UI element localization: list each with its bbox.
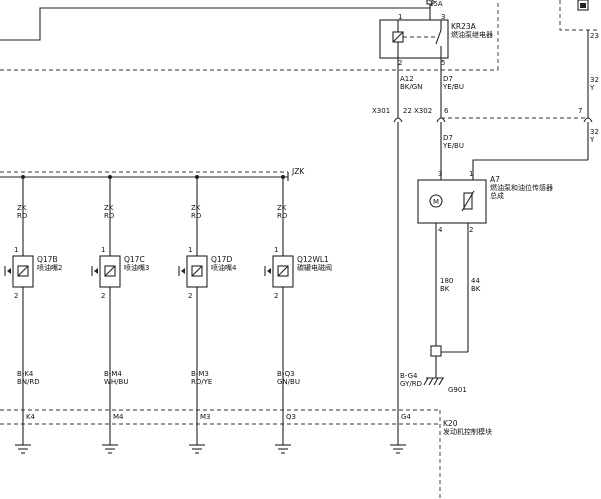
pump-id: A7: [490, 175, 500, 184]
x302-label: X302: [414, 107, 432, 115]
pump-name-1: 燃油泵和油位传感器: [490, 183, 553, 192]
wire-a12-color: BK/GN: [400, 83, 422, 91]
pump-pin-1: 1: [469, 170, 473, 178]
pump-name-2: 总成: [490, 191, 504, 200]
relay-id: KR23A: [451, 22, 477, 31]
ecm-id: K20: [443, 419, 458, 428]
wire-d7-lower-color: YE/BU: [442, 142, 464, 150]
injector-3-pin-bottom: 2: [188, 292, 192, 300]
relay-pin-3: 3: [441, 13, 445, 21]
relay-pin-5: 5: [441, 59, 445, 67]
ecm-pin-g4: G4: [401, 413, 411, 421]
bus-label: JZK: [291, 167, 305, 176]
wire-32-lower-color: Y: [589, 136, 595, 144]
injector-3-out-color: RD/YE: [191, 378, 212, 386]
x301-label: X301: [372, 107, 390, 115]
wire-bg4-id: B-G4: [400, 372, 418, 380]
pump-pin-4: 4: [438, 226, 443, 234]
injector-2-pin-bottom: 2: [101, 292, 105, 300]
wire-32-color: Y: [589, 84, 595, 92]
ecm-name: 发动机控制模块: [443, 427, 492, 436]
injector-1-wire-id: ZK: [17, 204, 27, 212]
injector-2-ecm-pin: M4: [113, 413, 124, 421]
wire-180-color: BK: [440, 285, 450, 293]
relay-frame: [379, 19, 449, 59]
wire-d7-lower-id: D7: [443, 134, 453, 142]
wire-a12-id: A12: [400, 75, 414, 83]
fuel-pump-assembly: [417, 179, 487, 224]
injector-1-arrow-icon: [7, 268, 11, 274]
injector-1-out-id: B-K4: [17, 370, 34, 378]
injector-2-wire-id: ZK: [104, 204, 114, 212]
injector-2-id: Q17C: [124, 255, 145, 264]
fuse-rating: 15A: [429, 0, 443, 8]
fuse-symbol: [426, 0, 434, 5]
injector-1-out-color: BN/RD: [17, 378, 40, 386]
injector-4-ecm-pin: Q3: [286, 413, 296, 421]
injector-group: ZKRD1Q17B喷油嘴22B-K4BN/RDK4ZKRD1Q17C喷油嘴32B…: [4, 175, 332, 454]
injector-1-ecm-pin: K4: [26, 413, 36, 421]
injector-4-wire-id: ZK: [277, 204, 287, 212]
injector-2-out-color: WH/BU: [104, 378, 128, 386]
right-pin-23: 23: [590, 32, 599, 40]
injector-1-id: Q17B: [37, 255, 58, 264]
wire-44-id: 44: [471, 277, 480, 285]
injector-4-pin-bottom: 2: [274, 292, 278, 300]
injector-1-wire-color: RD: [17, 212, 27, 220]
wire-180-id: 180: [440, 277, 453, 285]
injector-4-wire-color: RD: [277, 212, 287, 220]
supply-wire: [0, 7, 431, 41]
ground-connector: [430, 345, 442, 357]
injector-2-out-id: B-M4: [104, 370, 122, 378]
x302-pin: 6: [444, 107, 449, 115]
injector-4-arrow-icon: [267, 268, 271, 274]
wire-bg4-color: GY/RD: [400, 380, 422, 388]
injector-4-out-color: GN/BU: [277, 378, 300, 386]
injector-3-wire-color: RD: [191, 212, 201, 220]
x301-pin: 22: [403, 107, 412, 115]
wire-32-route: [472, 159, 588, 180]
injector-4-pin-top: 1: [274, 246, 278, 254]
injector-3-name: 喷油嘴4: [211, 263, 237, 272]
pump-motor-icon: [429, 194, 443, 208]
injector-1-pin-top: 1: [14, 246, 18, 254]
relay-name: 燃油泵继电器: [451, 30, 493, 39]
injector-2-name: 喷油嘴3: [124, 263, 149, 272]
injector-1-name: 喷油嘴2: [37, 263, 62, 272]
injector-3-pin-top: 1: [188, 246, 192, 254]
x301-connector: [393, 117, 403, 123]
injector-2-arrow-icon: [94, 268, 98, 274]
relay-switch: [435, 29, 442, 45]
injector-3-id: Q17D: [211, 255, 232, 264]
wire-d7-id: D7: [443, 75, 453, 83]
wire-32-id: 32: [590, 76, 599, 84]
wire-32-lower-id: 32: [590, 128, 599, 136]
injector-1-pin-bottom: 2: [14, 292, 18, 300]
wire-d7-color: YE/BU: [442, 83, 464, 91]
injector-4-out-id: B-Q3: [277, 370, 295, 378]
right-connector-pin: 7: [578, 107, 582, 115]
right-device-frame: [559, 0, 600, 31]
injector-2-wire-color: RD: [104, 212, 114, 220]
wire-44-color: BK: [471, 285, 481, 293]
injector-3-ecm-pin: M3: [200, 413, 211, 421]
pump-pin-2: 2: [469, 226, 473, 234]
injector-2-pin-top: 1: [101, 246, 105, 254]
injector-3-out-id: B-M3: [191, 370, 209, 378]
relay-pin-2: 2: [398, 59, 402, 67]
right-connector: [583, 117, 593, 123]
svg-text:M: M: [433, 198, 439, 206]
ground-label: G901: [448, 386, 467, 394]
relay-pin-1: 1: [398, 13, 402, 21]
pump-pin-3: 3: [438, 170, 442, 178]
x302-connector: [436, 117, 446, 123]
injector-3-wire-id: ZK: [191, 204, 201, 212]
injector-4-name: 碳罐电磁阀: [297, 263, 332, 272]
injector-3-arrow-icon: [181, 268, 185, 274]
injector-4-id: Q12WL1: [297, 255, 329, 264]
